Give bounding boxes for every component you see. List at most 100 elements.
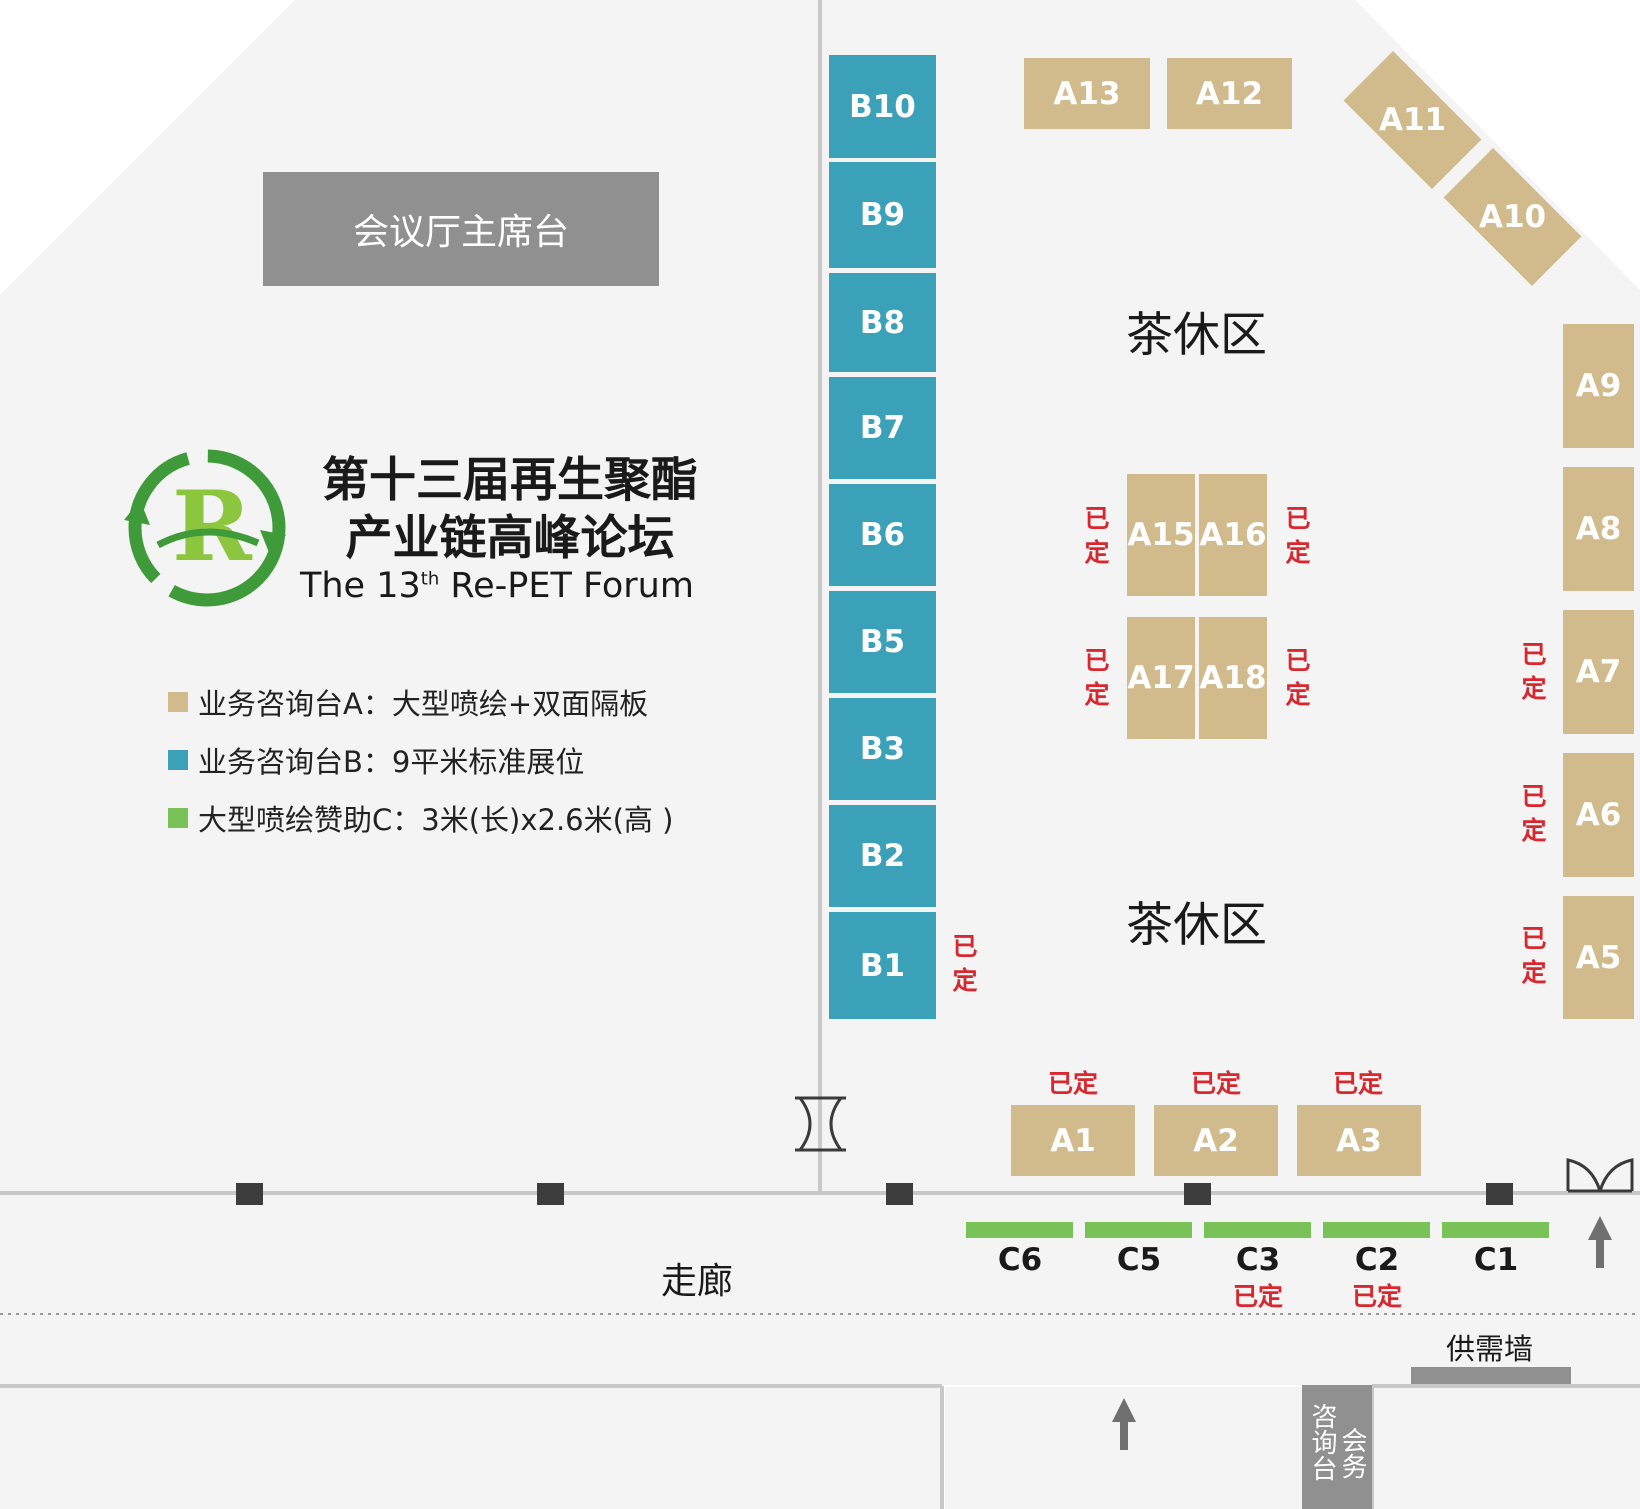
legend-swatch-c	[168, 808, 188, 828]
door-icon	[1566, 1158, 1634, 1193]
reserved-a1: 已定	[1047, 1069, 1098, 1098]
booth-a2[interactable]: A2	[1154, 1105, 1278, 1176]
reserved-c2: 已定	[1351, 1282, 1402, 1311]
booth-b8[interactable]: B8	[829, 273, 936, 372]
reserved-a5: 已定	[1521, 924, 1547, 987]
reserved-a17: 已定	[1084, 646, 1110, 709]
tea-break-zone-bottom: 茶休区	[1126, 898, 1267, 953]
booth-a8-label: A8	[1575, 511, 1622, 547]
legend-swatch-b	[168, 750, 188, 770]
pillar	[537, 1183, 564, 1205]
booth-b8-label: B8	[859, 304, 906, 341]
service-desk[interactable]: 咨询台 会务	[1302, 1385, 1372, 1509]
legend-text-a: 业务咨询台A：大型喷绘+双面隔板	[198, 687, 649, 721]
legend-item-a: 业务咨询台A：大型喷绘+双面隔板	[168, 682, 673, 722]
legend-swatch-a	[168, 692, 188, 712]
legend-item-c: 大型喷绘赞助C：3米(长)x2.6米(高 )	[168, 798, 673, 838]
reserved-a16: 已定	[1285, 504, 1311, 567]
booth-a8[interactable]: A8	[1563, 467, 1634, 591]
event-title-en: The 13th Re-PET Forum	[300, 566, 694, 606]
booth-b7-label: B7	[859, 410, 906, 446]
event-title-line2: 产业链高峰论坛	[345, 511, 675, 566]
booth-a13[interactable]: A13	[1024, 58, 1150, 129]
main-stage: 会议厅主席台	[263, 172, 659, 286]
booth-b2[interactable]: B2	[829, 805, 936, 907]
event-title-en-suffix: Re-PET Forum	[439, 566, 694, 606]
booth-a17-label: A17	[1127, 660, 1195, 696]
banner-c1[interactable]	[1442, 1222, 1549, 1238]
booth-b2-label: B2	[859, 838, 906, 874]
service-desk-label-1: 咨询台	[1307, 1403, 1337, 1481]
booth-a15[interactable]: A15	[1127, 474, 1195, 596]
reserved-a3: 已定	[1332, 1069, 1383, 1098]
supply-wall	[1411, 1367, 1571, 1384]
booth-a7[interactable]: A7	[1563, 610, 1634, 734]
banner-c2[interactable]	[1323, 1222, 1430, 1238]
arrow-up-icon	[1588, 1216, 1612, 1268]
booth-a18[interactable]: A18	[1199, 617, 1267, 739]
tea-break-zone-top: 茶休区	[1126, 308, 1267, 363]
arrow-up-icon	[1112, 1398, 1136, 1450]
banner-c5[interactable]	[1085, 1222, 1192, 1238]
booth-a12-label: A12	[1195, 75, 1264, 112]
reserved-c3: 已定	[1232, 1282, 1283, 1311]
booth-b9-label: B9	[859, 197, 906, 233]
booth-a3[interactable]: A3	[1297, 1105, 1421, 1176]
svg-text:R: R	[172, 470, 253, 583]
lower-left-floor	[0, 1387, 941, 1509]
booth-a9[interactable]: A9	[1563, 324, 1634, 448]
booth-a13-label: A13	[1053, 75, 1121, 112]
booth-a10-label: A10	[1478, 198, 1547, 235]
reserved-a6: 已定	[1521, 782, 1547, 845]
recycle-logo-icon: R	[124, 449, 286, 607]
booth-a1-label: A1	[1050, 1122, 1096, 1159]
pillar	[1486, 1183, 1513, 1205]
reserved-a7: 已定	[1521, 640, 1547, 703]
booth-b1-label: B1	[859, 947, 906, 984]
event-title-line1: 第十三届再生聚酯	[322, 453, 698, 508]
entrance-floor	[945, 1387, 1640, 1509]
booth-a12[interactable]: A12	[1167, 58, 1292, 129]
stage-label: 会议厅主席台	[352, 212, 569, 253]
booth-b3[interactable]: B3	[829, 698, 936, 800]
event-title: 第十三届再生聚酯 产业链高峰论坛	[300, 452, 720, 568]
legend-text-c: 大型喷绘赞助C：3米(长)x2.6米(高 )	[198, 803, 674, 837]
booth-a16[interactable]: A16	[1199, 474, 1267, 596]
booth-b7[interactable]: B7	[829, 377, 936, 479]
booth-b5[interactable]: B5	[829, 591, 936, 693]
booth-b1[interactable]: B1	[829, 912, 936, 1019]
booth-b10[interactable]: B10	[829, 55, 936, 158]
booth-a5-label: A5	[1575, 939, 1622, 976]
banner-c2-label: C2	[1354, 1242, 1400, 1278]
banner-c3-label: C3	[1235, 1242, 1281, 1278]
pillar	[236, 1183, 263, 1205]
pillar	[1184, 1183, 1211, 1205]
legend-text-b: 业务咨询台B：9平米标准展位	[198, 745, 585, 779]
banner-c3[interactable]	[1204, 1222, 1311, 1238]
reserved-a18: 已定	[1285, 646, 1311, 709]
booth-a1[interactable]: A1	[1011, 1105, 1135, 1176]
booth-a7-label: A7	[1575, 654, 1622, 690]
pillar	[886, 1183, 913, 1205]
booth-a5[interactable]: A5	[1563, 896, 1634, 1019]
supply-wall-label: 供需墙	[1446, 1332, 1534, 1366]
booth-a17[interactable]: A17	[1127, 617, 1195, 739]
service-desk-label-2: 会务	[1337, 1427, 1367, 1479]
booth-b6[interactable]: B6	[829, 484, 936, 586]
banner-c5-label: C5	[1116, 1242, 1162, 1278]
event-title-en-prefix: The 13	[300, 566, 421, 606]
booth-a2-label: A2	[1193, 1122, 1239, 1159]
booth-a6[interactable]: A6	[1563, 753, 1634, 877]
booth-b5-label: B5	[859, 624, 906, 660]
booth-b10-label: B10	[849, 88, 916, 125]
banner-c6[interactable]	[966, 1222, 1073, 1238]
door-icon	[795, 1096, 846, 1152]
booth-b3-label: B3	[859, 731, 906, 767]
booth-a3-label: A3	[1336, 1122, 1382, 1159]
banner-c1-label: C1	[1473, 1242, 1519, 1278]
booth-b6-label: B6	[859, 517, 906, 553]
booth-b9[interactable]: B9	[829, 162, 936, 268]
event-title-en-sup: th	[420, 568, 440, 590]
